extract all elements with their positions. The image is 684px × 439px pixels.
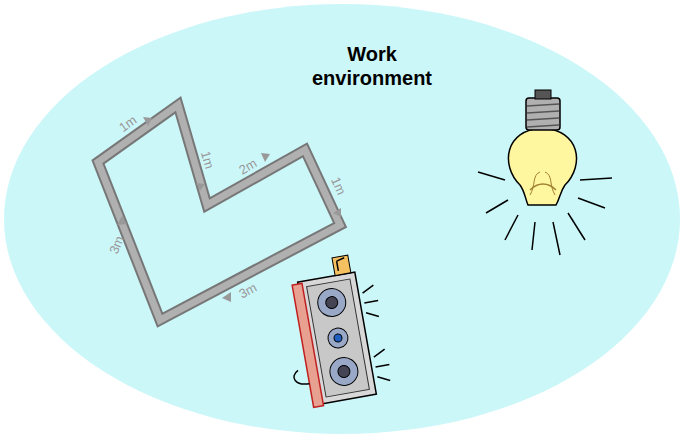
dimension-arrows: [117, 117, 341, 302]
radio: [275, 251, 395, 410]
light-bulb: [478, 90, 612, 255]
environment-ellipse: [4, 4, 680, 434]
environment-region: Work environment: [297, 42, 447, 90]
region-title: Work environment: [297, 42, 447, 90]
